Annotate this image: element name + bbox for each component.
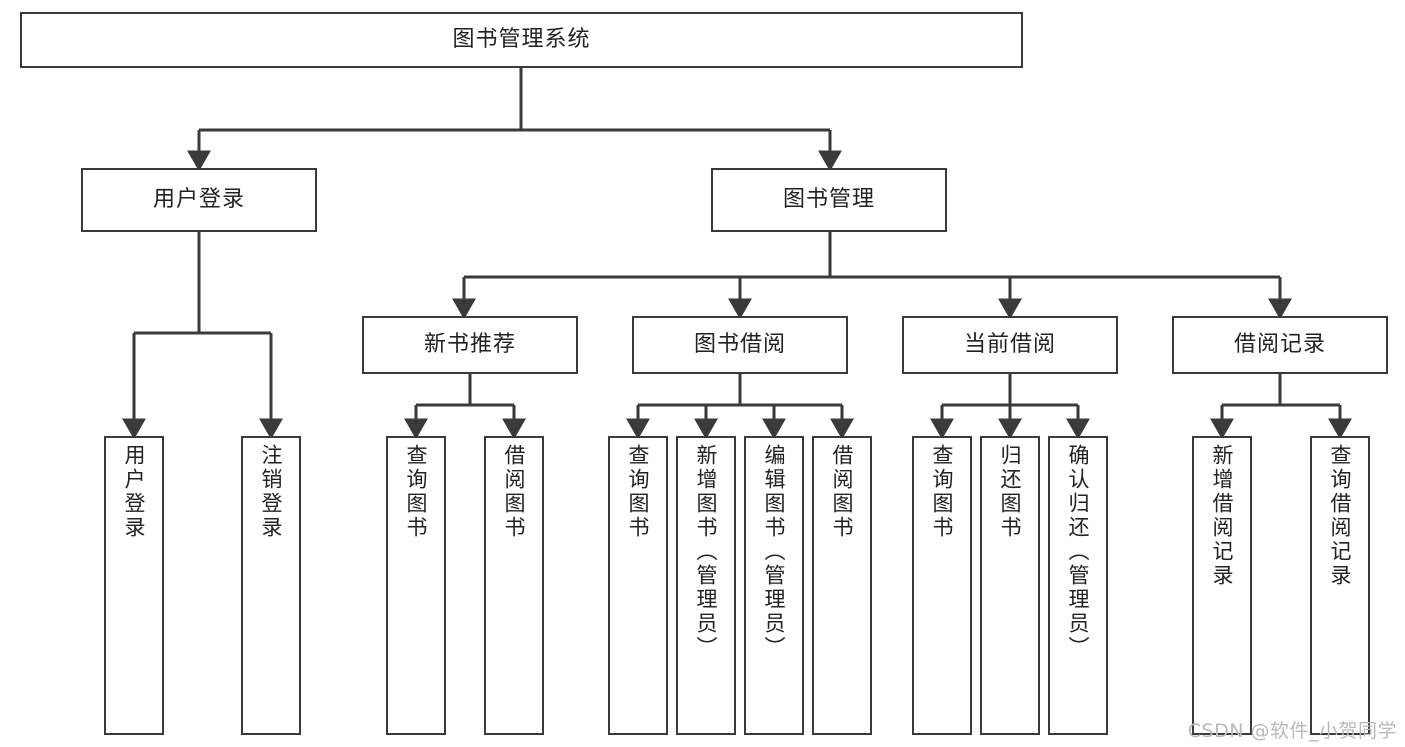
leaf-book-borrow-query-book[interactable]: 查询图书 <box>608 436 668 735</box>
node-label: 查询借阅记录 <box>1328 444 1353 588</box>
leaf-new-book-borrow-book[interactable]: 借阅图书 <box>484 436 544 735</box>
node-label: 确认归还（管理员） <box>1066 444 1091 660</box>
leaf-current-borrow-query-book[interactable]: 查询图书 <box>912 436 972 735</box>
node-label: 查询图书 <box>404 444 429 540</box>
csdn-watermark: CSDN @软件_小贺同学 <box>1187 720 1397 742</box>
leaf-book-borrow-add-book-admin[interactable]: 新增图书（管理员） <box>676 436 736 735</box>
node-label: 归还图书 <box>998 444 1023 540</box>
node-label: 借阅记录 <box>1233 331 1326 357</box>
node-book-borrow[interactable]: 图书借阅 <box>632 316 848 374</box>
node-label: 当前借阅 <box>963 331 1056 357</box>
node-label: 用户登录 <box>152 186 245 212</box>
node-user-login[interactable]: 用户登录 <box>81 168 317 232</box>
node-label: 编辑图书（管理员） <box>762 444 787 660</box>
leaf-borrow-record-query-record[interactable]: 查询借阅记录 <box>1310 436 1370 735</box>
node-label: 查询图书 <box>626 444 651 540</box>
node-label: 图书管理系统 <box>452 26 591 52</box>
node-current-borrow[interactable]: 当前借阅 <box>902 316 1118 374</box>
node-label: 新增借阅记录 <box>1210 444 1235 588</box>
node-new-book-recommend[interactable]: 新书推荐 <box>362 316 578 374</box>
node-label: 用户登录 <box>122 444 147 540</box>
node-borrow-record[interactable]: 借阅记录 <box>1172 316 1388 374</box>
node-label: 新书推荐 <box>423 331 516 357</box>
node-label: 图书管理 <box>782 186 875 212</box>
leaf-borrow-record-add-record[interactable]: 新增借阅记录 <box>1192 436 1252 735</box>
leaf-current-borrow-return-book[interactable]: 归还图书 <box>980 436 1040 735</box>
node-label: 查询图书 <box>930 444 955 540</box>
node-label: 图书借阅 <box>693 331 786 357</box>
leaf-user-login-logout[interactable]: 注销登录 <box>241 436 301 735</box>
leaf-new-book-query-book[interactable]: 查询图书 <box>386 436 446 735</box>
leaf-book-borrow-edit-book-admin[interactable]: 编辑图书（管理员） <box>744 436 804 735</box>
leaf-user-login-login[interactable]: 用户登录 <box>104 436 164 735</box>
leaf-current-borrow-confirm-return-admin[interactable]: 确认归还（管理员） <box>1048 436 1108 735</box>
node-label: 借阅图书 <box>502 444 527 540</box>
leaf-book-borrow-borrow-book[interactable]: 借阅图书 <box>812 436 872 735</box>
node-root-book-management-system[interactable]: 图书管理系统 <box>20 12 1023 68</box>
node-label: 注销登录 <box>259 444 284 540</box>
node-label: 借阅图书 <box>830 444 855 540</box>
node-label: 新增图书（管理员） <box>694 444 719 660</box>
node-book-management[interactable]: 图书管理 <box>711 168 947 232</box>
